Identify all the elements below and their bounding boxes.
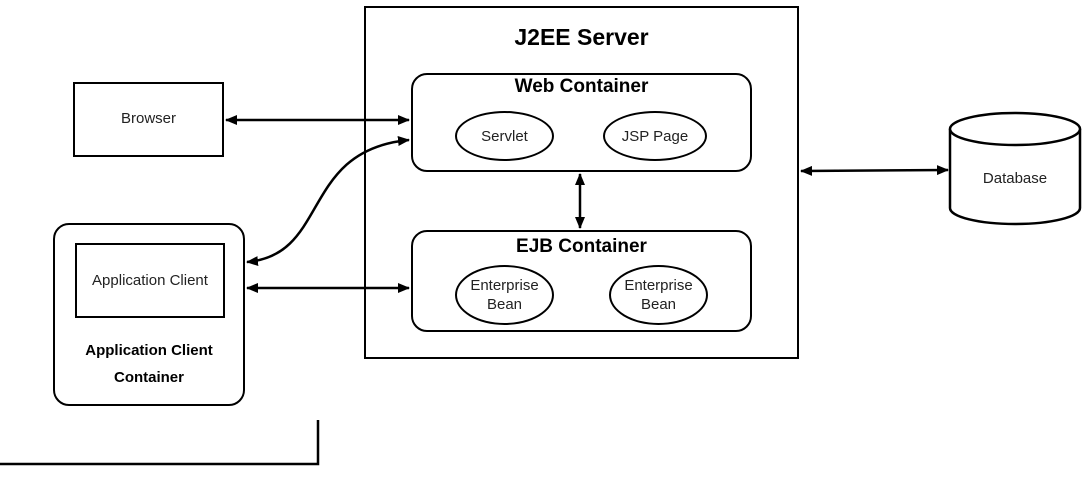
servlet-node: Servlet xyxy=(455,111,554,161)
j2ee-server-title: J2EE Server xyxy=(514,24,649,50)
enterprise-bean-node-1: Enterprise Bean xyxy=(455,265,554,325)
browser-box xyxy=(73,82,224,157)
application-client-container-title: Application Client Container xyxy=(85,342,213,386)
appclient-web-arrow xyxy=(246,136,410,267)
database-cylinder-icon xyxy=(948,111,1082,226)
frame-corner-line xyxy=(0,420,320,466)
web-container-title: Web Container xyxy=(514,76,649,97)
application-client-label: Application Client xyxy=(92,272,208,289)
application-client-box xyxy=(75,243,225,318)
enterprise-bean-node-2: Enterprise Bean xyxy=(609,265,708,325)
jsp-page-node: JSP Page xyxy=(603,111,707,161)
ejb-container-title: EJB Container xyxy=(516,236,647,257)
database-label: Database xyxy=(982,170,1048,187)
server-database-arrow xyxy=(800,165,949,176)
browser-label: Browser xyxy=(120,110,176,127)
